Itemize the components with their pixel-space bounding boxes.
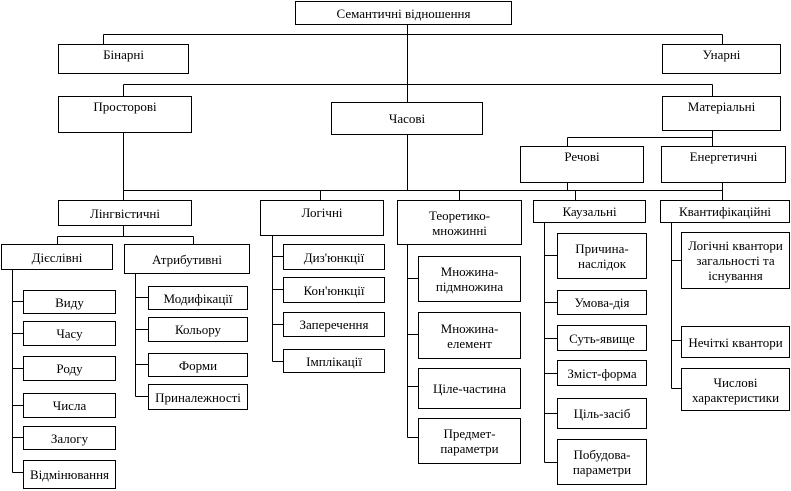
node-attributive: Атрибутивні: [124, 244, 250, 274]
node-unary: Унарні: [662, 44, 781, 74]
node-temporal: Часові: [331, 102, 483, 135]
node-belonging: Приналежності: [148, 384, 248, 410]
node-quantification: Квантифікаційні: [660, 200, 790, 223]
node-fuzzy-quantifiers: Нечіткі квантори: [681, 326, 790, 358]
node-modification: Модифікації: [148, 286, 248, 310]
node-set-subset: Множина- підмножина: [418, 256, 521, 302]
node-goal-means: Ціль-засіб: [557, 398, 647, 429]
node-voice: Залогу: [23, 426, 116, 450]
node-conjunction: Кон'юнкції: [283, 277, 385, 303]
node-tense: Часу: [23, 321, 116, 346]
node-gender: Роду: [23, 356, 116, 381]
node-implication: Імплікації: [283, 349, 385, 373]
node-declension: Відмінювання: [23, 460, 116, 489]
node-content-form: Зміст-форма: [557, 360, 647, 386]
node-aspect: Виду: [23, 290, 116, 314]
node-causal: Каузальні: [533, 200, 646, 223]
node-color: Кольору: [148, 317, 248, 342]
node-logical: Логічні: [260, 200, 384, 236]
node-verbal: Дієслівні: [1, 244, 113, 270]
node-disjunction: Диз'юнкції: [283, 244, 385, 270]
node-condition-action: Умова-дія: [557, 290, 647, 315]
node-numeric-characteristics: Числові характеристики: [681, 368, 790, 411]
node-cause-effect: Причина- наслідок: [557, 233, 647, 279]
node-set-element: Множина- елемент: [418, 312, 521, 359]
node-linguistic: Лінгвістичні: [58, 200, 192, 226]
node-object-params: Предмет- параметри: [418, 418, 521, 464]
node-essence-phenomenon: Суть-явище: [557, 325, 647, 351]
node-binary: Бінарні: [58, 44, 189, 74]
node-set-theory: Теоретико- множинні: [397, 200, 522, 245]
node-whole-part: Ціле-частина: [418, 368, 521, 409]
node-substance: Речові: [520, 146, 644, 183]
node-logical-quantifiers: Логічні квантори загальності та існуванн…: [681, 232, 790, 289]
node-material: Матеріальні: [662, 96, 781, 131]
node-number: Числа: [23, 393, 116, 418]
node-negation: Заперечення: [283, 312, 385, 337]
node-form: Форми: [148, 353, 248, 377]
node-spatial: Просторові: [58, 96, 192, 133]
node-construction-params: Побудова- параметри: [557, 439, 647, 485]
node-energy: Енергетичні: [661, 146, 786, 183]
node-semantic-relations: Семантичні відношення: [295, 1, 512, 25]
